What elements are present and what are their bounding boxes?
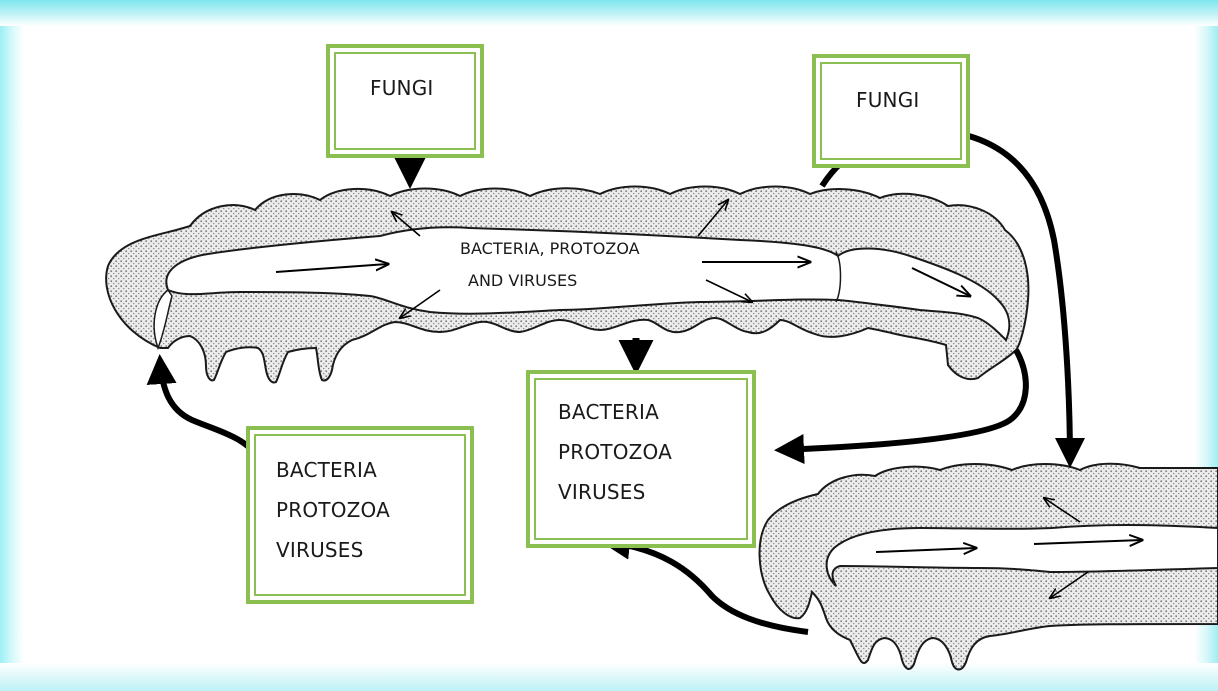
pathogen-center-line-3: VIRUSES (558, 472, 646, 512)
pathogen-left-line-3: VIRUSES (276, 530, 364, 570)
fungi-box-left (326, 44, 484, 158)
pathogen-center-line-2: PROTOZOA (558, 432, 672, 472)
fungi-label-right: FUNGI (856, 88, 920, 112)
fungi-label-left: FUNGI (370, 76, 434, 100)
fungi-box-left-inner (334, 52, 476, 150)
pathogen-left-line-2: PROTOZOA (276, 490, 390, 530)
second-intestine (760, 464, 1218, 670)
intestine-label-line-2: AND VIRUSES (468, 266, 577, 296)
pathogen-left-line-1: BACTERIA (276, 450, 377, 490)
intestine-label-line-1: BACTERIA, PROTOZOA (460, 234, 640, 264)
pathogen-center-line-1: BACTERIA (558, 392, 659, 432)
